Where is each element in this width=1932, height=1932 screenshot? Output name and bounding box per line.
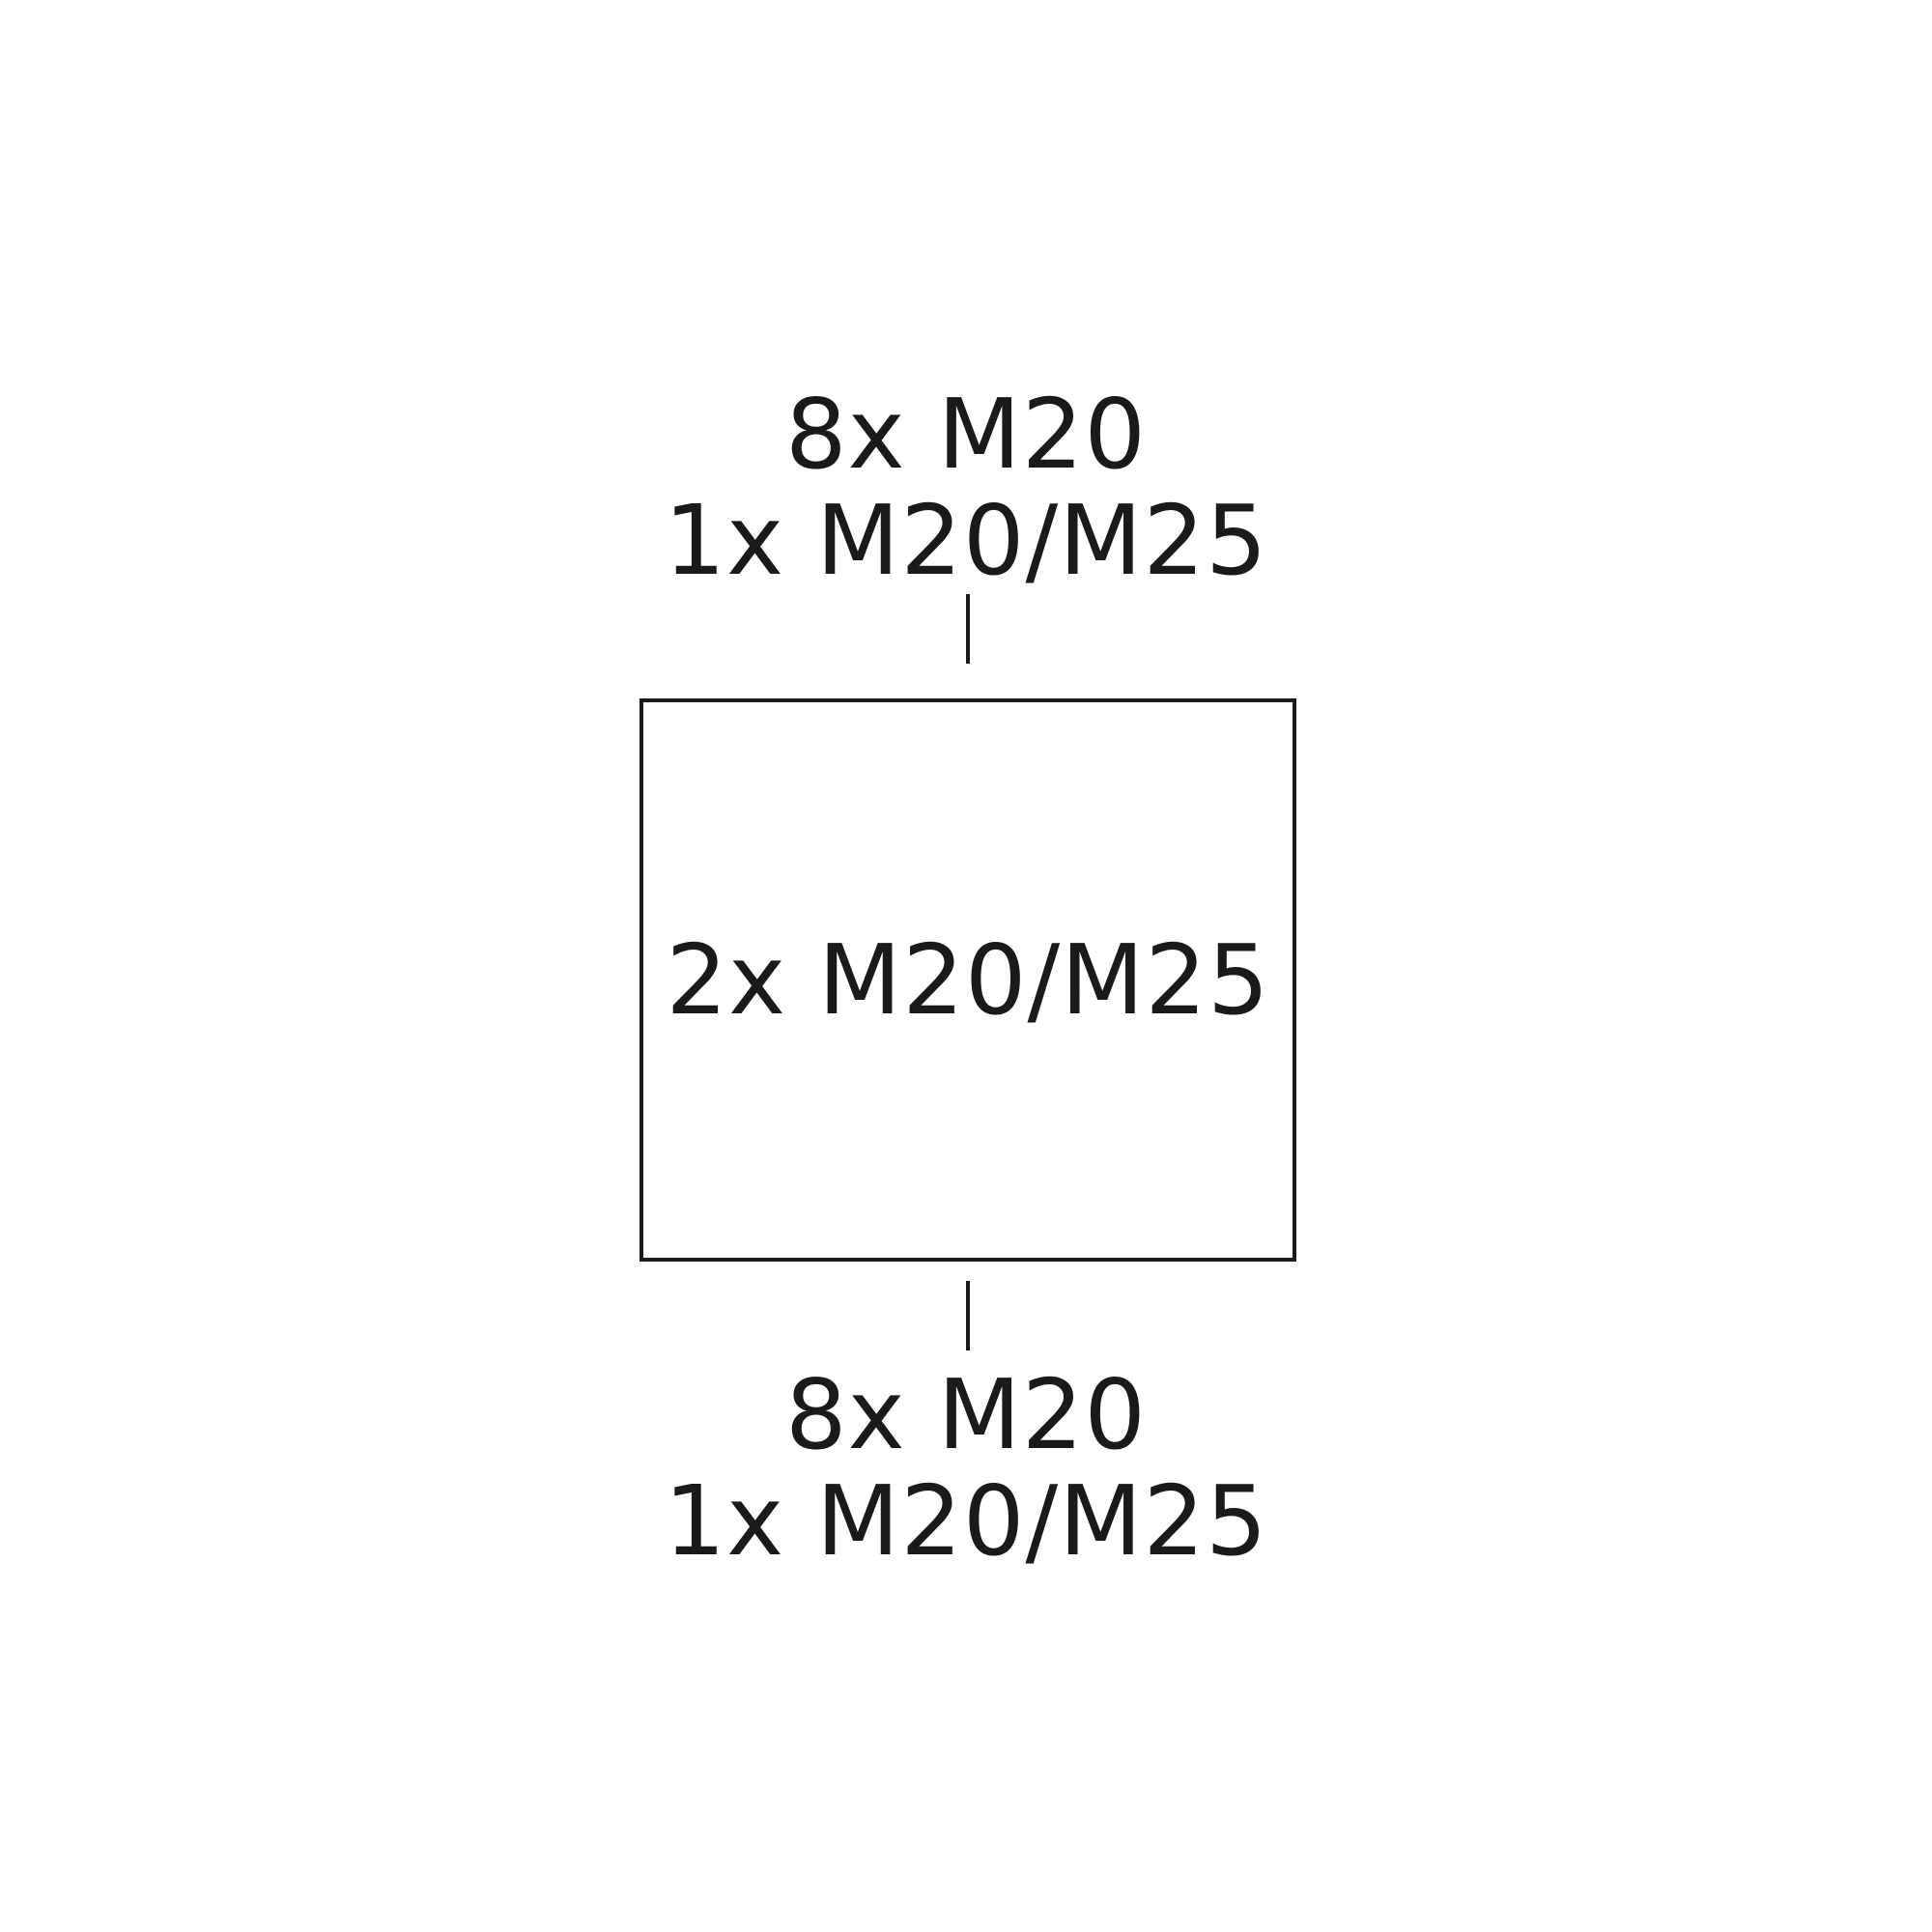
top-entry-line-2: 1x M20/M25 — [664, 484, 1268, 597]
bottom-entry-label: 8x M20 1x M20/M25 — [0, 1362, 1932, 1575]
center-entry-label: 2x M20/M25 — [666, 923, 1270, 1037]
bottom-entry-line-1: 8x M20 — [784, 1358, 1148, 1471]
bottom-entry-line-2: 1x M20/M25 — [664, 1464, 1268, 1577]
top-entry-line-1: 8x M20 — [784, 378, 1148, 491]
bottom-connector-line — [966, 1281, 970, 1350]
enclosure-box: 2x M20/M25 — [639, 698, 1296, 1262]
top-entry-label: 8x M20 1x M20/M25 — [0, 382, 1932, 594]
top-connector-line — [966, 594, 970, 664]
